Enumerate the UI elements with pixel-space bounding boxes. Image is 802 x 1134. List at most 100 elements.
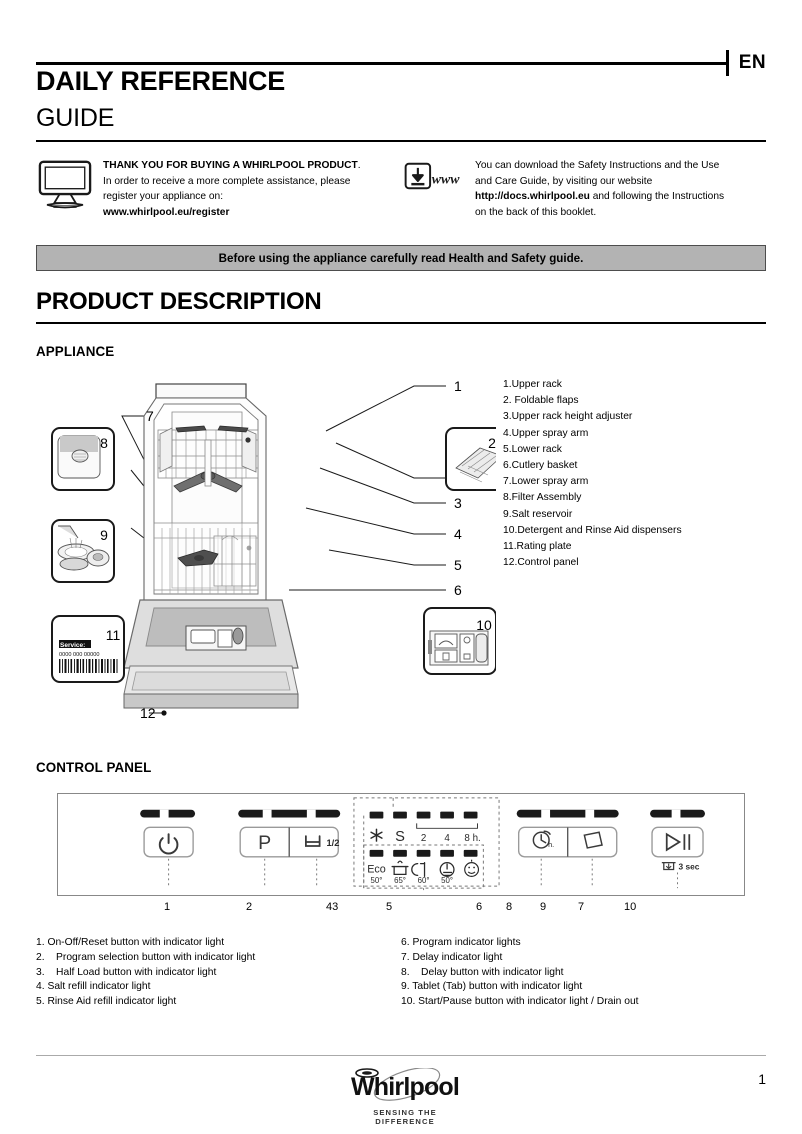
- rack-adjuster-knob: [245, 437, 251, 443]
- intro-download-block: www You can download the Safety Instruct…: [404, 158, 766, 220]
- appliance-callout-1: 1: [454, 378, 462, 394]
- delay-scale-bracket: [416, 823, 478, 829]
- language-code: EN: [738, 52, 766, 73]
- play-pause-icon: [665, 832, 691, 852]
- page-number: 1: [758, 1071, 766, 1087]
- appliance-parts-list: 1.Upper rack 2. Foldable flaps 3.Upper r…: [503, 377, 773, 571]
- top-indicator-lights: [369, 811, 478, 819]
- download-www-icon: www: [404, 162, 460, 190]
- svg-text:9: 9: [100, 527, 108, 543]
- legend-item: 4. Salt refill indicator light: [36, 981, 151, 993]
- legend-item: 9. Tablet (Tab) button with indicator li…: [401, 981, 583, 993]
- half-load-icon: [305, 835, 321, 847]
- program-temp-eco: 50°: [371, 876, 383, 885]
- rating-plate-service-band: [59, 640, 91, 648]
- tablet-icon: [583, 831, 603, 849]
- svg-text:2: 2: [488, 435, 496, 451]
- start-pause-button: [651, 826, 704, 858]
- spray-arm-column: [204, 439, 212, 487]
- svg-text:Whirlpool: Whirlpool: [351, 1073, 459, 1101]
- program-eco-label: Eco: [367, 863, 386, 875]
- intro-blocks: THANK YOU FOR BUYING A WHIRLPOOL PRODUCT…: [36, 158, 766, 220]
- indicator-cluster-outline: [353, 797, 500, 887]
- intro-register-heading: THANK YOU FOR BUYING A WHIRLPOOL PRODUCT: [103, 160, 358, 171]
- cp-callout-43: 43: [326, 901, 339, 913]
- control-panel-callout-numbers: 1 2 43 5 6 8 9 7 10: [36, 901, 766, 925]
- intro-register-line3: register your appliance on:: [103, 191, 224, 203]
- section-rule-product-description: [36, 322, 766, 324]
- brand-tagline: SENSING THE DIFFERENCE: [373, 1108, 437, 1126]
- cutlery-basket: [213, 535, 257, 587]
- control-panel-svg: P 1/2: [140, 797, 705, 894]
- dishwasher-door: [123, 599, 299, 709]
- svg-text:www: www: [432, 171, 460, 186]
- program-smiley-icon: [464, 859, 480, 877]
- legend-item: 6. Program indicator lights: [401, 937, 521, 948]
- part-item: 2. Foldable flaps: [503, 395, 579, 407]
- svg-text:Service:: Service:: [60, 642, 85, 649]
- legend-item: 3. Half Load button with indicator light: [36, 966, 217, 978]
- delay-label-4: 4: [444, 833, 450, 844]
- part-item: 10.Detergent and Rinse Aid dispensers: [503, 524, 682, 536]
- program-halfload-indicator-bar: [238, 809, 341, 818]
- control-panel-figure: P 1/2: [57, 793, 745, 896]
- inset-box-9: 9: [51, 519, 115, 583]
- cp-group-indicator-cluster: S 2 4 8 h. Eco: [353, 797, 500, 894]
- part-item: 8.Filter Assembly: [503, 492, 582, 504]
- part-item: 4.Upper spray arm: [503, 427, 589, 439]
- program-rapid-icon: [439, 862, 455, 878]
- part-item: 1.Upper rack: [503, 379, 562, 390]
- part-item: 5.Lower rack: [503, 443, 562, 455]
- detergent-dispenser-on-door: [185, 625, 247, 651]
- legend-item: 1. On-Off/Reset button with indicator li…: [36, 937, 225, 948]
- legend-item: 7. Delay indicator light: [401, 951, 503, 963]
- legend-item: 5. Rinse Aid refill indicator light: [36, 996, 177, 1008]
- appliance-callout-12: 12: [140, 705, 156, 721]
- program-temp-glass: 60°: [418, 876, 430, 885]
- svg-text:10: 10: [476, 617, 492, 633]
- intro-register-heading-period: .: [357, 160, 361, 171]
- delay-tablet-indicator-bar: [516, 809, 619, 818]
- intro-download-text: You can download the Safety Instructions…: [475, 158, 724, 220]
- callout-leader-lines-right: [289, 385, 446, 591]
- program-indicator-lights: [369, 849, 478, 857]
- drain-out-hold-label: 3 sec: [679, 862, 700, 872]
- page-subtitle: GUIDE: [36, 104, 115, 132]
- program-intensive-pot-icon: [391, 860, 409, 876]
- half-load-fraction-label: 1/2: [326, 838, 339, 848]
- program-temp-intensive: 65°: [394, 876, 406, 885]
- section-title-product-description: PRODUCT DESCRIPTION: [36, 288, 322, 315]
- rating-plate-barcode: [59, 659, 118, 673]
- part-item: 6.Cutlery basket: [503, 460, 578, 472]
- intro-register-block: THANK YOU FOR BUYING A WHIRLPOOL PRODUCT…: [36, 158, 396, 220]
- program-row-outline: [363, 844, 484, 889]
- program-glass-icon: [411, 862, 426, 878]
- appliance-callout-6: 6: [454, 582, 462, 598]
- monitor-icon: [38, 160, 92, 209]
- appliance-callout-5: 5: [454, 557, 462, 573]
- docs-url-link[interactable]: http://docs.whirlpool.eu: [475, 191, 590, 203]
- rinse-aid-refill-icon: S: [395, 829, 405, 845]
- appliance-callout-4: 4: [454, 526, 462, 542]
- header-rule-bottom: [36, 140, 766, 142]
- drain-out-icon: [661, 862, 676, 871]
- control-panel-legend-right: 6. Program indicator lights 7. Delay ind…: [401, 936, 766, 1010]
- page-title: DAILY REFERENCE: [36, 66, 286, 96]
- delay-clock-icon: [532, 830, 551, 849]
- cp-callout-1: 1: [164, 901, 171, 913]
- svg-text:8: 8: [100, 435, 108, 451]
- intro-register-text: THANK YOU FOR BUYING A WHIRLPOOL PRODUCT…: [103, 158, 361, 220]
- control-panel-legend-left: 1. On-Off/Reset button with indicator li…: [36, 936, 401, 1010]
- register-url-link[interactable]: www.whirlpool.eu/register: [103, 206, 230, 218]
- cp-group-program-halfload: P 1/2: [238, 809, 341, 889]
- cp-callout-2: 2: [246, 901, 253, 913]
- cp-group-onoff: [140, 809, 196, 889]
- legend-item: 8. Delay button with indicator light: [401, 966, 564, 978]
- subsection-title-appliance: APPLIANCE: [36, 344, 115, 359]
- cp-group-startpause: 3 sec: [650, 809, 705, 889]
- power-icon: [158, 833, 179, 855]
- header-rule: [36, 61, 726, 65]
- footer-rule: [36, 1055, 766, 1056]
- part-item: 11.Rating plate: [503, 541, 572, 553]
- foldable-flaps: [175, 425, 249, 433]
